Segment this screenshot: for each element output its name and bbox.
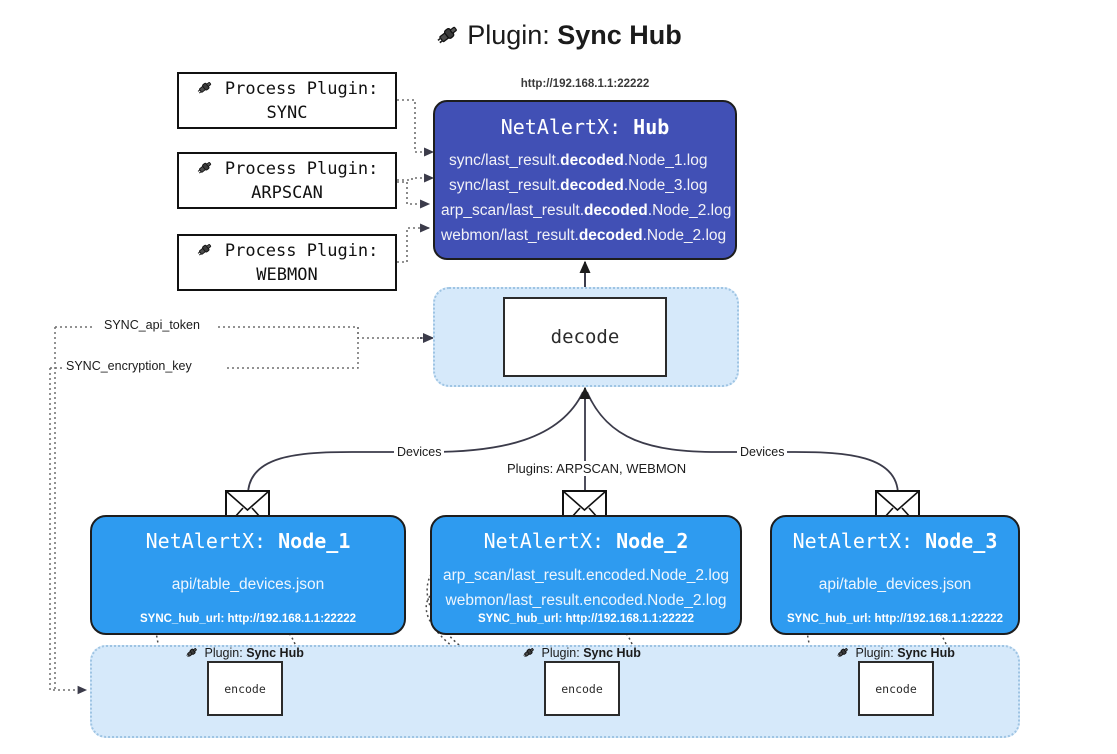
process-plugin-label: Process Plugin: bbox=[224, 240, 379, 261]
decode-box[interactable]: decode bbox=[503, 297, 667, 377]
process-plugin-name: SYNC bbox=[266, 102, 308, 123]
encoder-caption-1: Plugin: Sync Hub bbox=[185, 645, 304, 662]
node-title-prefix: NetAlertX: bbox=[145, 529, 267, 553]
node-line: arp_scan/last_result.encoded.Node_2.log bbox=[442, 567, 730, 584]
process-plugin-box-sync[interactable]: Process Plugin: SYNC bbox=[177, 72, 397, 129]
node-footer: SYNC_hub_url: http://192.168.1.1:22222 bbox=[477, 613, 695, 625]
node-title-prefix: NetAlertX: bbox=[483, 529, 605, 553]
page-title-prefix: Plugin: bbox=[467, 20, 550, 50]
node-title-name: Node_1 bbox=[278, 529, 351, 553]
plug-icon bbox=[836, 648, 853, 662]
node-title: NetAlertX: Node_2 bbox=[432, 529, 740, 553]
encode-label: encode bbox=[224, 681, 266, 696]
plug-icon bbox=[435, 21, 461, 55]
process-plugin-box-webmon[interactable]: Process Plugin: WEBMON bbox=[177, 234, 397, 291]
encode-box-3[interactable]: encode bbox=[858, 661, 934, 716]
node-box-3[interactable]: NetAlertX: Node_3 api/table_devices.json… bbox=[770, 515, 1020, 635]
page-title: Plugin: Sync Hub bbox=[0, 18, 1117, 55]
node-line: webmon/last_result.encoded.Node_2.log bbox=[445, 592, 727, 609]
encode-box-2[interactable]: encode bbox=[544, 661, 620, 716]
hub-log-item: sync/last_result.decoded.Node_3.log bbox=[449, 177, 708, 194]
node-line: api/table_devices.json bbox=[818, 576, 972, 593]
plug-icon bbox=[196, 161, 224, 181]
hub-title: NetAlertX: Hub bbox=[435, 115, 735, 139]
hub-log-item: sync/last_result.decoded.Node_1.log bbox=[449, 152, 708, 169]
node-title-name: Node_3 bbox=[925, 529, 998, 553]
edge-label-devices-left: Devices bbox=[394, 445, 445, 459]
process-plugin-box-arpscan[interactable]: Process Plugin: ARPSCAN bbox=[177, 152, 397, 209]
encoder-caption-name: Sync Hub bbox=[897, 646, 955, 660]
edge-label-plugins-center: Plugins: ARPSCAN, WEBMON bbox=[504, 461, 690, 476]
encode-label: encode bbox=[561, 681, 603, 696]
node-box-2[interactable]: NetAlertX: Node_2 arp_scan/last_result.e… bbox=[430, 515, 742, 635]
encoder-caption-prefix: Plugin: bbox=[855, 646, 894, 660]
hub-log-list: sync/last_result.decoded.Node_1.log sync… bbox=[435, 148, 735, 248]
encode-label: encode bbox=[875, 681, 917, 696]
hub-title-prefix: NetAlertX: bbox=[500, 115, 622, 139]
edge-label-devices-right: Devices bbox=[737, 445, 788, 459]
process-plugin-label: Process Plugin: bbox=[224, 158, 379, 179]
node-footer: SYNC_hub_url: http://192.168.1.1:22222 bbox=[786, 613, 1004, 625]
encoder-caption-prefix: Plugin: bbox=[204, 646, 243, 660]
page-title-name: Sync Hub bbox=[557, 20, 682, 50]
setting-label-encryption-key: SYNC_encryption_key bbox=[63, 359, 195, 373]
encoder-caption-name: Sync Hub bbox=[246, 646, 304, 660]
node-title-prefix: NetAlertX: bbox=[792, 529, 914, 553]
node-line: api/table_devices.json bbox=[171, 576, 325, 593]
encoder-caption-3: Plugin: Sync Hub bbox=[836, 645, 955, 662]
encoder-caption-name: Sync Hub bbox=[583, 646, 641, 660]
node-footer: SYNC_hub_url: http://192.168.1.1:22222 bbox=[139, 613, 357, 625]
process-plugin-name: WEBMON bbox=[256, 264, 318, 285]
plug-icon bbox=[196, 243, 224, 263]
plug-icon bbox=[185, 648, 202, 662]
node-title: NetAlertX: Node_1 bbox=[92, 529, 404, 553]
encode-box-1[interactable]: encode bbox=[207, 661, 283, 716]
process-plugin-name: ARPSCAN bbox=[251, 182, 323, 203]
node-title: NetAlertX: Node_3 bbox=[772, 529, 1018, 553]
node-title-name: Node_2 bbox=[616, 529, 689, 553]
encoder-caption-prefix: Plugin: bbox=[541, 646, 580, 660]
hub-url-label: http://192.168.1.1:22222 bbox=[520, 78, 650, 90]
hub-log-item: arp_scan/last_result.decoded.Node_2.log bbox=[441, 202, 732, 219]
encoder-caption-2: Plugin: Sync Hub bbox=[522, 645, 641, 662]
node-box-1[interactable]: NetAlertX: Node_1 api/table_devices.json… bbox=[90, 515, 406, 635]
process-plugin-label: Process Plugin: bbox=[224, 78, 379, 99]
decode-label: decode bbox=[550, 326, 620, 348]
hub-title-name: Hub bbox=[633, 115, 670, 139]
plug-icon bbox=[522, 648, 539, 662]
hub-log-item: webmon/last_result.decoded.Node_2.log bbox=[441, 227, 727, 244]
setting-label-api-token: SYNC_api_token bbox=[101, 318, 203, 332]
plug-icon bbox=[196, 81, 224, 101]
hub-box[interactable]: NetAlertX: Hub sync/last_result.decoded.… bbox=[433, 100, 737, 260]
